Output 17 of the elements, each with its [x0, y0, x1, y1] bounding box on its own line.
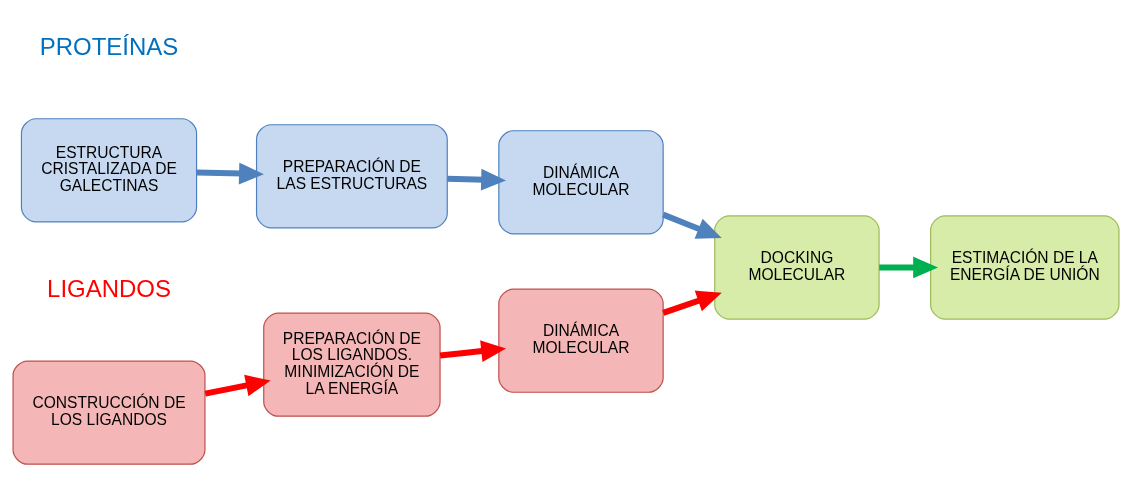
- arrow: [662, 290, 722, 316]
- arrow: [662, 211, 722, 239]
- node-box: PREPARACIÓN DE LOS LIGANDOS. MINIMIZACIÓN DE LA ENERGÍA: [263, 312, 441, 417]
- node-box: ESTRUCTURA CRISTALIZADA DE GALECTINAS: [20, 118, 198, 223]
- label: LIGANDOS: [47, 275, 171, 303]
- arrow: [204, 374, 271, 397]
- node-box: PREPARACIÓN DE LAS ESTRUCTURAS: [255, 124, 448, 229]
- node-box: DINÁMICA MOLECULAR: [498, 130, 664, 235]
- arrow: [879, 256, 939, 279]
- node-box: ESTIMACIÓN DE LA ENERGÍA DE UNIÓN: [930, 215, 1120, 320]
- node-box: DOCKING MOLECULAR: [714, 215, 880, 320]
- node-box: DINÁMICA MOLECULAR: [498, 288, 664, 393]
- node-box: CONSTRUCCIÓN DE LOS LIGANDOS: [12, 360, 206, 465]
- arrow: [447, 168, 506, 191]
- arrow: [439, 340, 507, 362]
- arrow: [196, 162, 264, 185]
- label: PROTEÍNAS: [39, 33, 179, 61]
